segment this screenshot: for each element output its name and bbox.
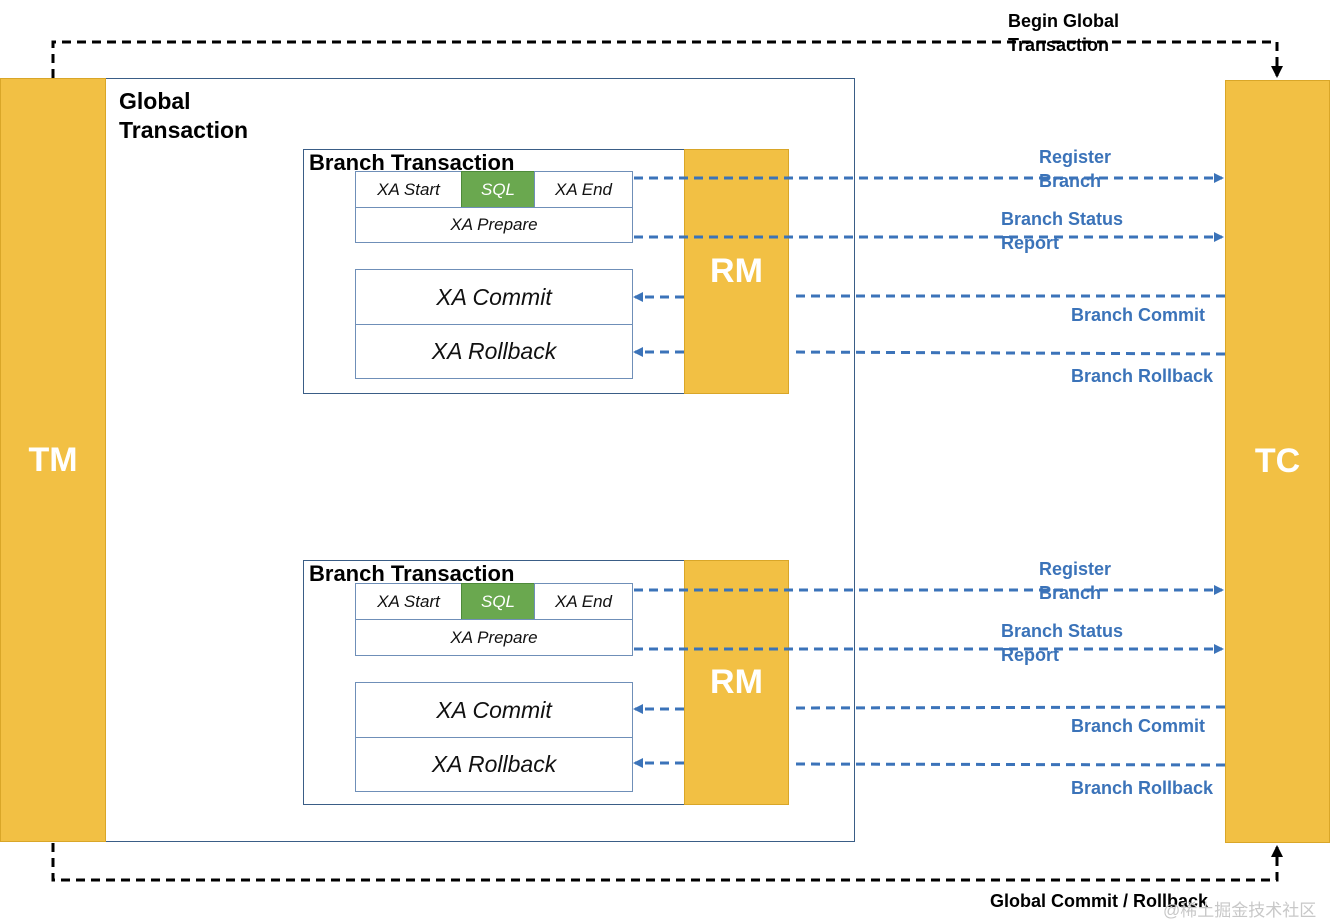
sql-cell-1: SQL — [461, 171, 535, 208]
rm-box-1: RM — [684, 149, 789, 394]
global-transaction-title: Global Transaction — [119, 88, 249, 143]
sql-cell-2: SQL — [461, 583, 535, 620]
branch-rollback-label-1: Branch Rollback — [1071, 366, 1214, 386]
xa-prepare-cell-2: XA Prepare — [355, 619, 633, 656]
xa-commit-cell-2: XA Commit — [355, 682, 633, 738]
branch-status-label-2: Branch Status Report — [1001, 621, 1124, 665]
branch-commit-label-2: Branch Commit — [1071, 716, 1206, 736]
watermark-text: @稀土掘金技术社区 — [1163, 901, 1317, 920]
branch-commit-label-1: Branch Commit — [1071, 305, 1206, 325]
xa-end-cell-2: XA End — [534, 583, 633, 620]
xa-prepare-cell-1: XA Prepare — [355, 207, 633, 243]
begin-global-connector — [51, 40, 1283, 78]
xa-commit-cell-1: XA Commit — [355, 269, 633, 325]
global-commit-label: Global Commit / Rollback — [990, 891, 1209, 911]
tm-pillar: TM — [0, 78, 106, 842]
register-branch-label-2: Register Branch — [1039, 559, 1112, 603]
branch-status-label-1: Branch Status Report — [1001, 209, 1124, 253]
global-commit-connector — [51, 843, 1283, 882]
branch-rollback-arrow-2a — [789, 762, 1226, 767]
xa-rollback-cell-1: XA Rollback — [355, 324, 633, 379]
tc-pillar: TC — [1225, 80, 1330, 843]
xa-rollback-cell-2: XA Rollback — [355, 737, 633, 792]
branch-rollback-label-2: Branch Rollback — [1071, 778, 1214, 798]
branch-transaction-title-1: Branch Transaction — [309, 150, 515, 175]
branch-transaction-title-2: Branch Transaction — [309, 561, 515, 586]
begin-global-label: Begin Global Transaction — [1008, 11, 1120, 55]
branch-rollback-arrow-1a — [789, 350, 1226, 356]
branch-commit-arrow-2a — [789, 705, 1226, 710]
register-branch-label-1: Register Branch — [1039, 147, 1112, 191]
rm-box-2: RM — [684, 560, 789, 805]
